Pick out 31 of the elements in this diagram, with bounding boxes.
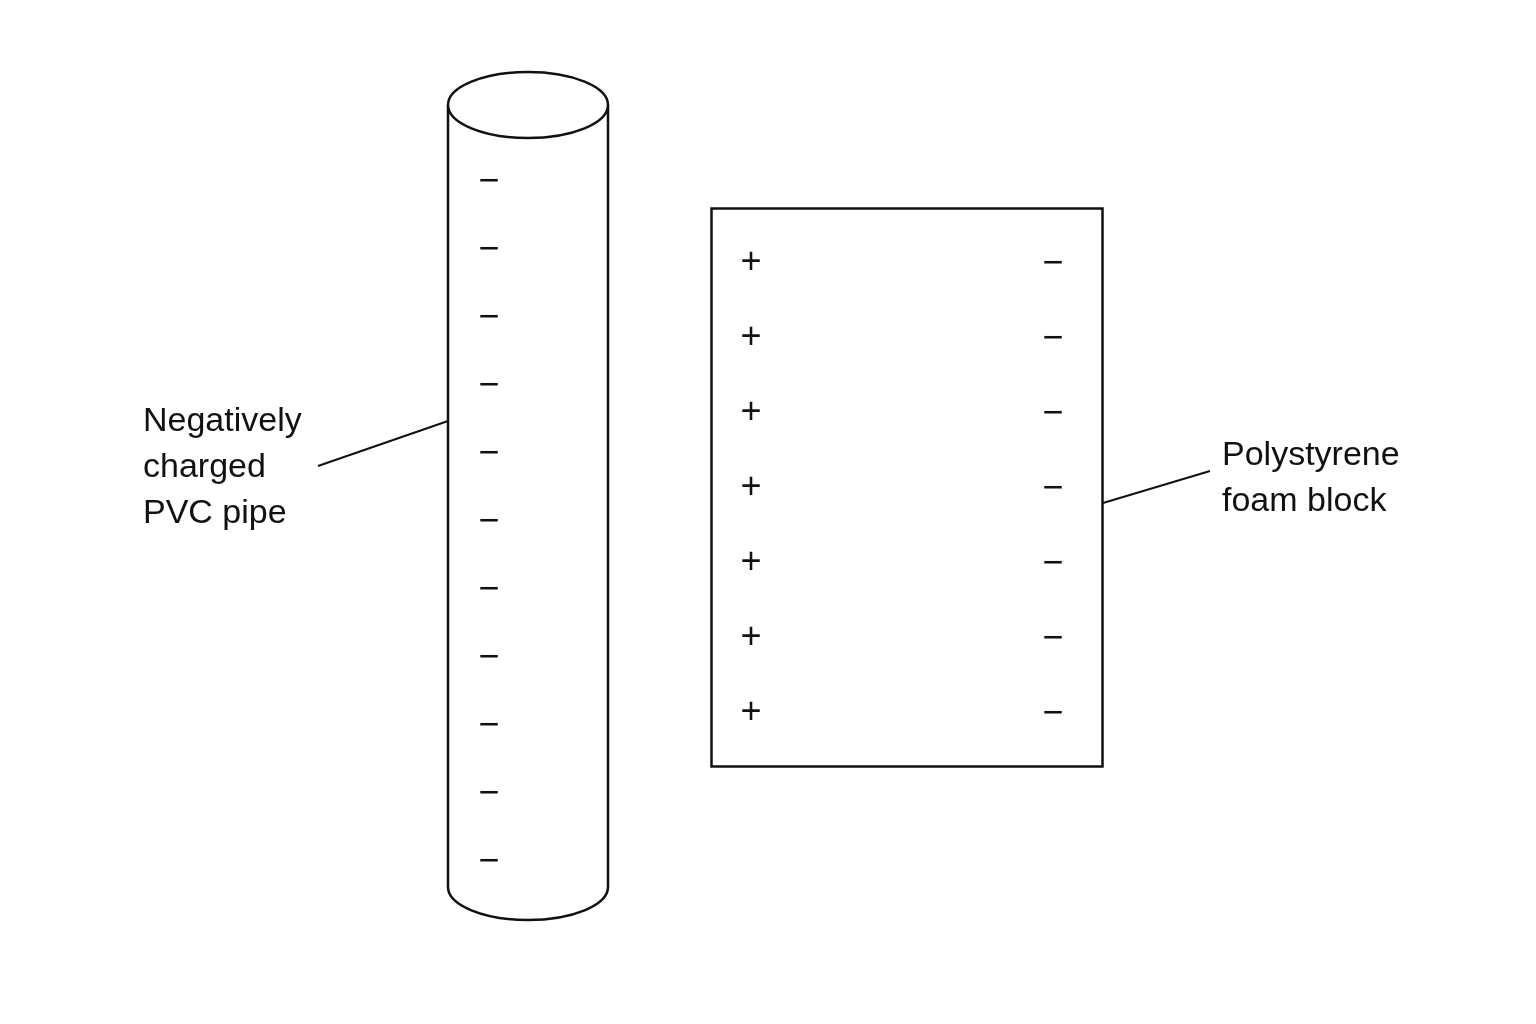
plus-sign: + [740,318,762,354]
minus-sign: − [1042,244,1064,280]
minus-sign: − [1042,469,1064,505]
minus-sign: − [478,230,500,266]
callout-text: Negatively charged PVC pipe [143,396,328,536]
callout-text: Polystyrene foam block [1222,430,1422,522]
minus-sign: − [478,706,500,742]
minus-sign: − [478,502,500,538]
foam-block [710,207,1104,768]
pipe-cylinder [446,70,610,922]
plus-sign: + [740,618,762,654]
minus-sign: − [478,162,500,198]
leader-line [1102,470,1211,504]
minus-sign: − [478,842,500,878]
minus-sign: − [1042,394,1064,430]
minus-sign: − [1042,694,1064,730]
minus-sign: − [478,774,500,810]
minus-sign: − [478,638,500,674]
minus-sign: − [478,366,500,402]
minus-sign: − [1042,619,1064,655]
minus-sign: − [478,434,500,470]
minus-sign: − [478,298,500,334]
minus-sign: − [478,570,500,606]
plus-sign: + [740,468,762,504]
minus-sign: − [1042,544,1064,580]
plus-sign: + [740,543,762,579]
plus-sign: + [740,693,762,729]
minus-sign: − [1042,319,1064,355]
plus-sign: + [740,243,762,279]
leader-line [317,420,449,467]
plus-sign: + [740,393,762,429]
